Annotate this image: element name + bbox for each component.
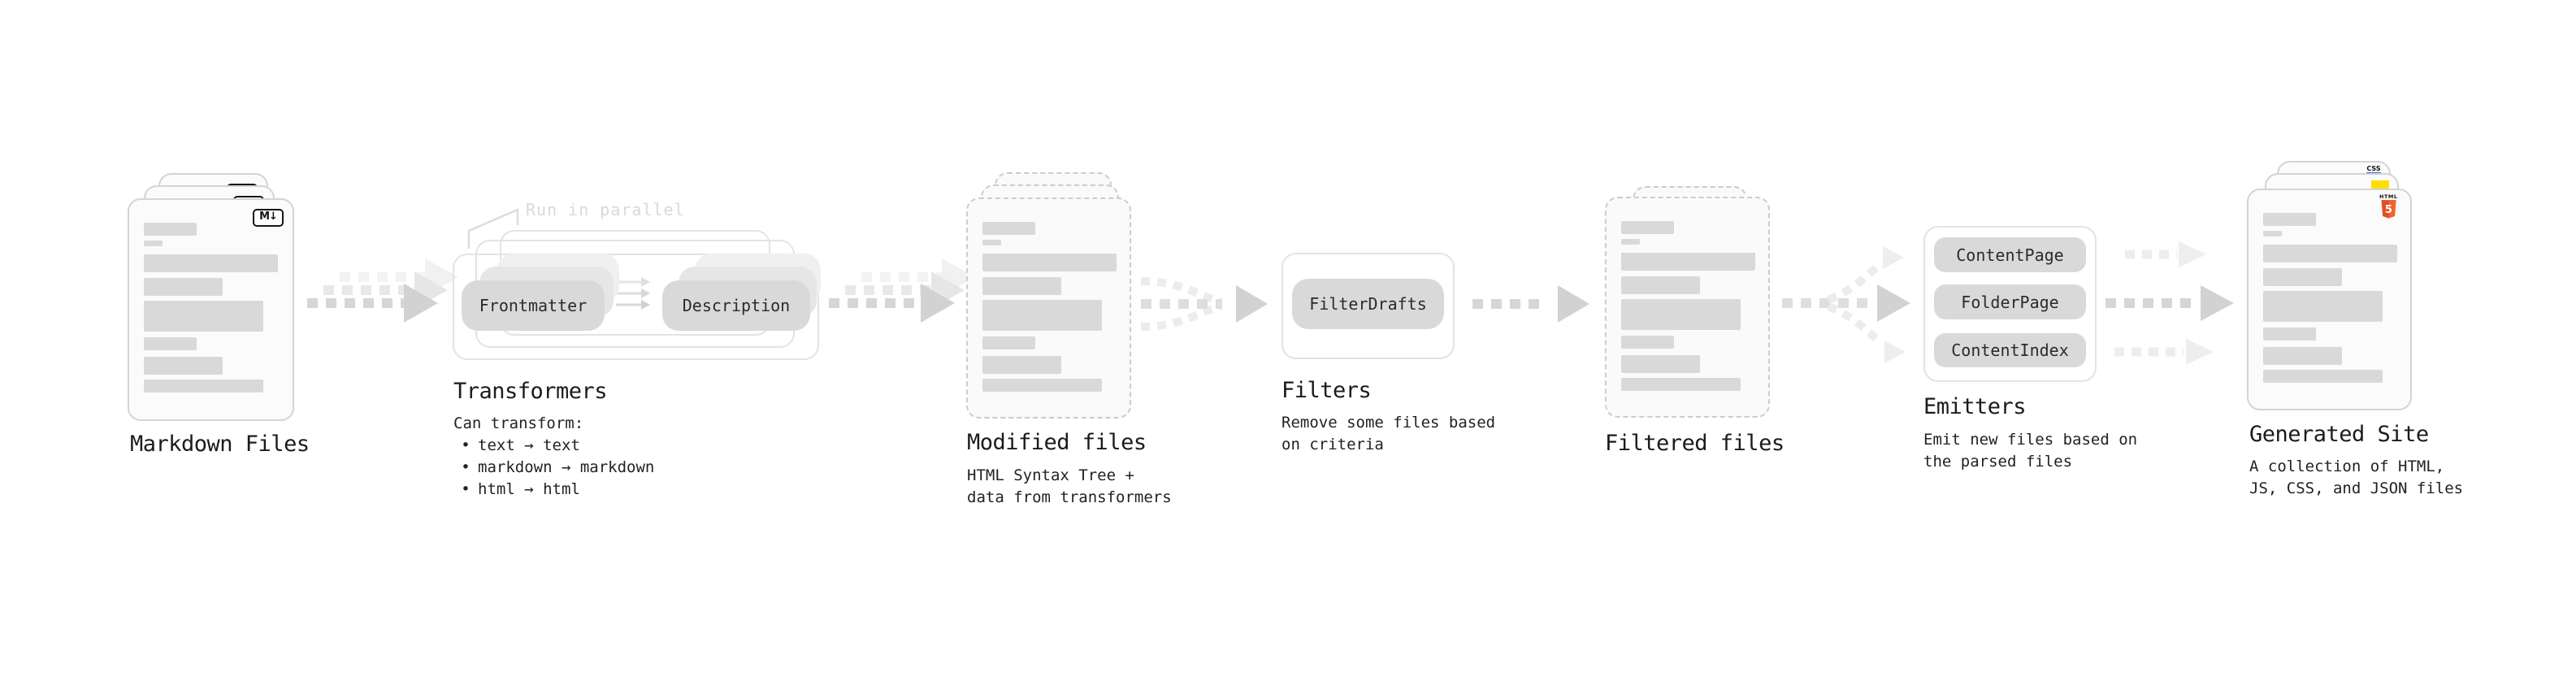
- skeleton-text-line: [144, 357, 223, 375]
- skeleton-text-line: [1621, 378, 1741, 391]
- skeleton-text-line: [1621, 276, 1700, 294]
- arrow-transformers-to-modified: [829, 258, 975, 323]
- skeleton-text-line: [1621, 239, 1640, 245]
- transformers-bullet: •text → text: [461, 436, 580, 454]
- skeleton-text-line: [2263, 231, 2282, 236]
- filtered-file-card-front: [1605, 197, 1770, 418]
- transformers-desc-heading: Can transform:: [453, 414, 584, 432]
- skeleton-text-line: [982, 277, 1061, 295]
- skeleton-text-line: [982, 254, 1117, 271]
- html5-icon: HTML 5: [2379, 193, 2397, 220]
- generated-site-label: Generated Site: [2249, 422, 2429, 447]
- skeleton-text-line: [1621, 355, 1700, 373]
- frontmatter-pill: Frontmatter: [462, 280, 605, 331]
- filters-label: Filters: [1281, 378, 1372, 403]
- modified-files-label: Modified files: [967, 430, 1147, 455]
- modified-files-description: HTML Syntax Tree + data from transformer…: [967, 466, 1172, 506]
- skeleton-text-line: [982, 240, 1001, 245]
- skeleton-text-line: [982, 336, 1035, 349]
- arrow-markdown-to-transformers: [307, 258, 458, 323]
- transformers-label: Transformers: [453, 379, 608, 404]
- skeleton-text-line: [144, 278, 223, 296]
- markdown-icon: M↓: [253, 209, 284, 227]
- transformers-description: Can transform: •text → text •markdown → …: [453, 413, 654, 501]
- filters-description: Remove some files based on criteria: [1281, 414, 1496, 453]
- skeleton-text-line: [1621, 336, 1674, 349]
- skeleton-text-line: [982, 379, 1102, 392]
- skeleton-text-line: [1621, 221, 1674, 234]
- js-icon: [2371, 180, 2389, 189]
- emitters-description: Emit new files based on the parsed files: [1923, 431, 2138, 471]
- skeleton-text-line: [982, 222, 1035, 235]
- arrow-filtered-to-emitters: [1782, 246, 1910, 363]
- skeleton-text-line: [2263, 370, 2383, 383]
- markdown-file-card-front: M↓: [128, 198, 294, 421]
- skeleton-text-line: [982, 356, 1061, 374]
- skeleton-text-line: [144, 254, 278, 272]
- transformer-container-front: [453, 254, 819, 360]
- skeleton-text-line: [144, 337, 197, 350]
- contentpage-pill: ContentPage: [1934, 237, 2086, 272]
- skeleton-text-line: [144, 241, 163, 246]
- emitters-label: Emitters: [1923, 394, 2027, 419]
- skeleton-text-line: [2263, 213, 2316, 226]
- skeleton-text-line: [2263, 291, 2383, 322]
- skeleton-text-line: [2263, 347, 2342, 365]
- description-pill: Description: [662, 280, 810, 331]
- arrow-filters-to-filtered: [1472, 285, 1589, 323]
- skeleton-text-line: [144, 223, 197, 236]
- skeleton-text-line: [144, 380, 263, 393]
- folderpage-pill: FolderPage: [1934, 284, 2086, 319]
- run-in-parallel-label: Run in parallel: [526, 200, 685, 219]
- filtered-files-label: Filtered files: [1605, 431, 1785, 456]
- markdown-files-label: Markdown Files: [130, 432, 310, 457]
- generated-html-card: HTML 5: [2247, 189, 2412, 410]
- skeleton-text-line: [2263, 268, 2342, 286]
- filterdrafts-pill: FilterDrafts: [1292, 279, 1444, 329]
- modified-file-card-front: [966, 197, 1131, 419]
- contentindex-pill: ContentIndex: [1934, 333, 2086, 367]
- arrows-emitters-to-generated: [2105, 241, 2234, 365]
- skeleton-text-line: [2263, 327, 2316, 340]
- generated-site-description: A collection of HTML, JS, CSS, and JSON …: [2249, 458, 2464, 497]
- arrow-modified-to-filters: [1140, 277, 1268, 331]
- svg-text:5: 5: [2384, 204, 2392, 216]
- skeleton-text-line: [1621, 299, 1741, 330]
- skeleton-text-line: [144, 301, 263, 332]
- skeleton-text-line: [1621, 253, 1755, 271]
- skeleton-text-line: [982, 300, 1102, 331]
- skeleton-text-line: [2263, 245, 2397, 262]
- transformers-bullet: •markdown → markdown: [461, 458, 655, 476]
- transformers-bullet: •html → html: [461, 480, 580, 498]
